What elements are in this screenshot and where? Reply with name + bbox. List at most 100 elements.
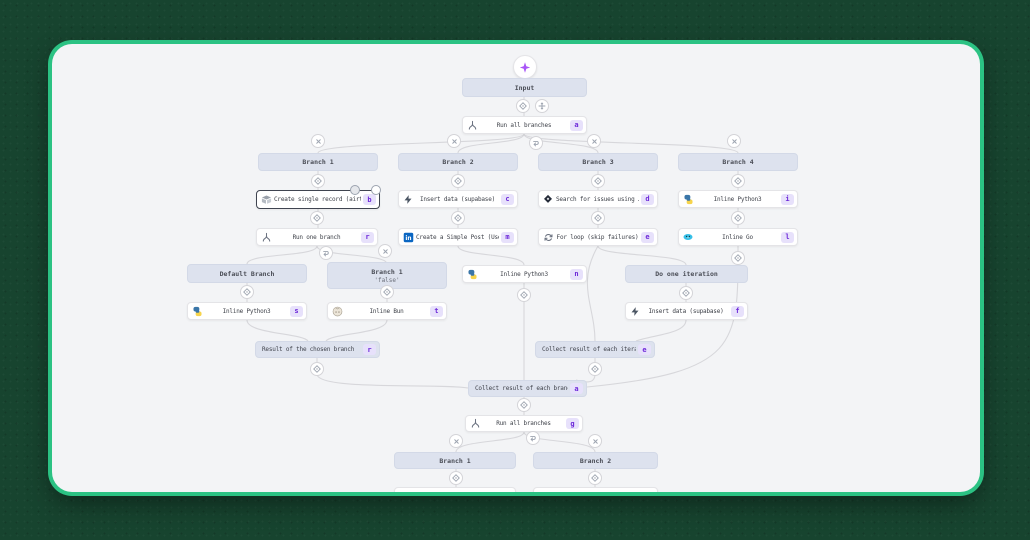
diamond-icon bbox=[518, 399, 530, 411]
dd1-connector[interactable] bbox=[240, 285, 254, 299]
variable-badge: a bbox=[570, 119, 583, 131]
trigger-node[interactable] bbox=[513, 55, 537, 79]
dot-input-1-connector[interactable] bbox=[516, 99, 530, 113]
dbb2-connector[interactable] bbox=[588, 471, 602, 485]
ghost-1-node-stub[interactable] bbox=[394, 487, 516, 492]
supabase-1-node[interactable]: Insert data (supabase)c bbox=[398, 190, 518, 208]
variable-badge: s bbox=[290, 305, 303, 317]
node-label: Run all branches bbox=[496, 420, 551, 427]
group-label: Branch 2 bbox=[442, 158, 474, 166]
branch-2b-node[interactable]: Branch 2 bbox=[533, 452, 658, 469]
dgo-connector[interactable] bbox=[731, 251, 745, 265]
dd3-connector[interactable] bbox=[517, 288, 531, 302]
jira-node[interactable]: Search for issues using JQL (...d bbox=[538, 190, 658, 208]
move-icon bbox=[536, 100, 548, 112]
variable-badge: m bbox=[501, 231, 514, 243]
variable-badge: b bbox=[363, 194, 376, 205]
group-label: Do one iteration bbox=[655, 270, 718, 278]
x3-connector[interactable] bbox=[587, 134, 601, 148]
node-label: Create single record (airtable) bbox=[274, 196, 361, 203]
db1-connector[interactable] bbox=[310, 211, 324, 225]
branch-1-false-node[interactable]: Branch 1'false' bbox=[327, 262, 447, 289]
node-handle-icon[interactable] bbox=[350, 185, 360, 195]
group-label: Branch 1 bbox=[302, 158, 334, 166]
ghost-2-node-stub[interactable] bbox=[533, 487, 658, 492]
dd4-connector[interactable] bbox=[679, 286, 693, 300]
da2-connector[interactable] bbox=[451, 174, 465, 188]
x-icon bbox=[448, 135, 460, 147]
diamond-icon bbox=[311, 212, 323, 224]
da1-connector[interactable] bbox=[311, 174, 325, 188]
variable-badge: d bbox=[641, 193, 654, 205]
db2-connector[interactable] bbox=[451, 211, 465, 225]
diamond-icon bbox=[450, 472, 462, 484]
svg-text:in: in bbox=[405, 236, 411, 242]
default-branch-node[interactable]: Default Branch bbox=[187, 264, 307, 283]
da3-connector[interactable] bbox=[591, 174, 605, 188]
db3-connector[interactable] bbox=[591, 211, 605, 225]
diamond-icon bbox=[381, 286, 393, 298]
branch-1-node[interactable]: Branch 1 bbox=[258, 153, 378, 171]
dcb-connector[interactable] bbox=[517, 398, 531, 412]
x2-connector[interactable] bbox=[447, 134, 461, 148]
branch-4-node[interactable]: Branch 4 bbox=[678, 153, 798, 171]
branch-3-node[interactable]: Branch 3 bbox=[538, 153, 658, 171]
da4-connector[interactable] bbox=[731, 174, 745, 188]
m3-connector[interactable] bbox=[526, 431, 540, 445]
group-sublabel: 'false' bbox=[374, 276, 400, 284]
linkedin-icon: in bbox=[402, 231, 414, 243]
variable-badge: f bbox=[731, 305, 744, 317]
group-label: Input bbox=[514, 83, 535, 92]
dr2-connector[interactable] bbox=[588, 362, 602, 376]
diamond-icon bbox=[518, 289, 530, 301]
variable-badge: r bbox=[361, 231, 374, 243]
run-all-1-node[interactable]: Run all branches a bbox=[462, 116, 587, 134]
x5-connector[interactable] bbox=[378, 244, 392, 258]
group-label: Branch 1 bbox=[371, 267, 403, 276]
diamond-icon bbox=[312, 175, 324, 187]
diamond-icon bbox=[592, 212, 604, 224]
dbb1-connector[interactable] bbox=[449, 471, 463, 485]
do-one-iteration-node[interactable]: Do one iteration bbox=[625, 265, 748, 283]
dr1-connector[interactable] bbox=[310, 362, 324, 376]
dd2-connector[interactable] bbox=[380, 285, 394, 299]
x6-connector[interactable] bbox=[449, 434, 463, 448]
airtable-node[interactable]: Create single record (airtable)b bbox=[256, 190, 380, 209]
node-label: Run all branches bbox=[496, 121, 552, 129]
diamond-icon bbox=[680, 287, 692, 299]
diamond-icon bbox=[311, 363, 323, 375]
diamond-icon bbox=[517, 100, 529, 112]
x-icon bbox=[588, 135, 600, 147]
python-icon bbox=[191, 305, 203, 317]
branch-2-node[interactable]: Branch 2 bbox=[398, 153, 518, 171]
dot-input-2-connector[interactable] bbox=[535, 99, 549, 113]
x4-connector[interactable] bbox=[727, 134, 741, 148]
x-icon bbox=[728, 135, 740, 147]
diamond-icon bbox=[589, 472, 601, 484]
m1-connector[interactable] bbox=[529, 136, 543, 150]
supabase-icon bbox=[402, 193, 414, 205]
for-loop-node[interactable]: For loop (skip failures)e bbox=[538, 228, 658, 246]
merge-icon bbox=[320, 247, 332, 259]
node-label: Inline Python3 bbox=[713, 195, 762, 203]
supabase-2-node[interactable]: Insert data (supabase)f bbox=[625, 302, 748, 320]
x1-connector[interactable] bbox=[311, 134, 325, 148]
branch-1b-node[interactable]: Branch 1 bbox=[394, 452, 516, 469]
db4-connector[interactable] bbox=[731, 211, 745, 225]
node-close-icon[interactable] bbox=[371, 185, 381, 195]
x7-connector[interactable] bbox=[588, 434, 602, 448]
merge-icon bbox=[527, 432, 539, 444]
input-node[interactable]: Input bbox=[462, 78, 587, 97]
m2-connector[interactable] bbox=[319, 246, 333, 260]
